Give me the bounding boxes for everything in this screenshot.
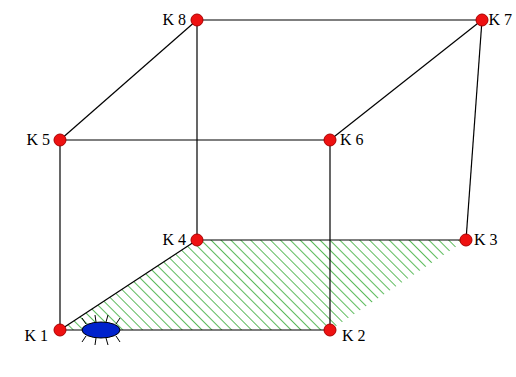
bug-symbol xyxy=(82,315,120,345)
hatched-face xyxy=(60,240,466,330)
vertex-label: K 7 xyxy=(488,12,512,28)
cube-edges xyxy=(60,20,482,330)
vertex-label: K 3 xyxy=(474,232,498,248)
vertex-label: K 1 xyxy=(24,328,48,344)
vertex-label: K 4 xyxy=(162,232,186,248)
vertex-label: K 8 xyxy=(162,12,186,28)
vertex-dots xyxy=(54,14,488,336)
vertex-label: K 2 xyxy=(342,328,366,344)
vertex-label: K 6 xyxy=(340,132,364,148)
vertex-label: K 5 xyxy=(26,132,50,148)
